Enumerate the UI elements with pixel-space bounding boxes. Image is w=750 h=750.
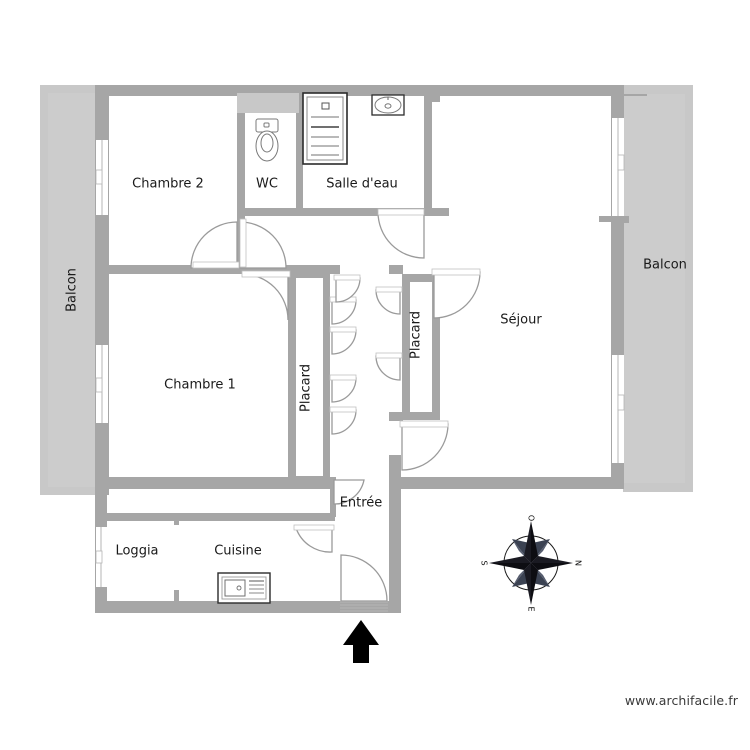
watermark-archifacile: www.archifacile.fr — [624, 693, 738, 708]
room-label-loggia: Loggia — [115, 544, 158, 559]
door-salledeau — [377, 208, 425, 259]
door-placard1-c — [329, 374, 357, 403]
room-labels: Chambre 2 WC Salle d'eau Balcon Balcon S… — [65, 177, 687, 559]
wall-corridor-left — [288, 271, 296, 483]
window-sejour-lower — [612, 355, 625, 463]
wall-entree-right — [389, 455, 401, 485]
window-chambre1 — [95, 345, 108, 423]
room-label-salle-deau: Salle d'eau — [326, 177, 398, 192]
balcony-fills — [46, 85, 685, 493]
balcon-right-fill — [623, 93, 685, 491]
room-label-placard-1: Placard — [299, 364, 314, 412]
wall-sejour-left — [432, 93, 440, 102]
door-placard1-d — [329, 406, 357, 435]
wall-wc-salledeau — [296, 93, 303, 213]
door-corridor-top — [333, 274, 361, 303]
compass-label-top: O — [527, 515, 536, 521]
door-entree-top — [333, 479, 365, 505]
wall-balcony-right-bottom — [623, 483, 693, 492]
wall-chambre2-wc — [237, 93, 245, 271]
wall-chambre1-bottom — [95, 477, 332, 489]
room-label-balcon-right: Balcon — [643, 258, 687, 273]
wall-lower-right — [389, 477, 401, 613]
wall-entry-threshold — [332, 601, 392, 613]
wall-placard1-bottom — [288, 476, 330, 484]
window-sejour-upper — [612, 118, 625, 216]
toilet-fixture — [255, 118, 279, 162]
compass-label-right: N — [574, 560, 583, 566]
room-label-cuisine: Cuisine — [214, 544, 262, 559]
wall-salledeau-right — [424, 93, 432, 215]
shower-fixture — [302, 92, 348, 165]
washbasin-fixture — [371, 94, 405, 116]
wall-sejour-bottom — [396, 477, 624, 489]
wall-placard2-right — [432, 274, 440, 419]
windows — [95, 118, 629, 587]
wall-stub-sejour-left-lower — [389, 412, 403, 421]
wall-wc-niche — [237, 93, 299, 113]
door-entrance-threshold — [340, 601, 388, 612]
wall-mark-sejour-right2 — [599, 216, 613, 222]
wall-stub-sejour-left-upper — [389, 265, 403, 274]
wall-exterior-top — [95, 85, 647, 96]
window-chambre2 — [95, 140, 108, 215]
wall-upper-rooms-bottom — [95, 265, 340, 274]
wall-balcony-left-top — [40, 85, 102, 93]
room-label-sejour: Séjour — [500, 313, 542, 328]
door-sejour — [431, 268, 481, 319]
wall-stub-cuisine-right — [330, 477, 336, 517]
room-label-balcon-left: Balcon — [65, 268, 80, 312]
room-label-chambre-1: Chambre 1 — [164, 378, 236, 393]
wall-placard1-right — [323, 271, 330, 483]
wall-salledeau-bottom — [237, 208, 449, 216]
wall-loggia-cuisine-top — [95, 513, 335, 521]
wall-stub-loggia-bottom — [174, 590, 179, 602]
window-loggia — [95, 527, 107, 587]
kitchen-sink-fixture — [217, 572, 271, 604]
room-label-wc: WC — [256, 177, 278, 192]
main-entrance-arrow — [343, 620, 379, 663]
fixtures — [217, 92, 405, 604]
wall-balcony-left-outer — [40, 85, 48, 495]
balcon-left-fill — [46, 85, 101, 493]
wall-balcony-right-top — [623, 85, 693, 94]
door-entree-sejour — [399, 420, 449, 471]
room-label-placard-2: Placard — [409, 311, 424, 359]
door-main-entrance — [340, 554, 388, 602]
wall-stub-loggia-top — [174, 513, 179, 525]
wall-placard2-bottom — [402, 412, 440, 420]
room-label-entree: Entrée — [340, 496, 383, 511]
wall-balcony-right-outer — [685, 93, 693, 491]
wall-lower-bottom — [95, 601, 401, 613]
doors — [190, 208, 481, 612]
wall-placard2-top — [402, 274, 440, 282]
room-label-chambre-2: Chambre 2 — [132, 177, 204, 192]
compass-rose: O N E S — [480, 515, 583, 612]
walls — [40, 85, 693, 613]
compass-label-bottom: E — [527, 606, 536, 611]
wall-placard2-left — [402, 274, 410, 419]
door-placard2-b — [375, 352, 403, 381]
wall-balcony-left-bottom — [40, 487, 102, 495]
door-chambre2 — [190, 221, 240, 269]
door-chambre1 — [241, 270, 291, 321]
door-placard2-a — [375, 286, 403, 315]
wall-mark-sejour-right — [611, 216, 629, 223]
door-wc — [239, 218, 287, 269]
door-placard1-b — [329, 326, 357, 355]
compass-label-left: S — [480, 560, 489, 565]
wall-placard1-top — [288, 271, 330, 278]
door-cuisine — [293, 524, 335, 553]
